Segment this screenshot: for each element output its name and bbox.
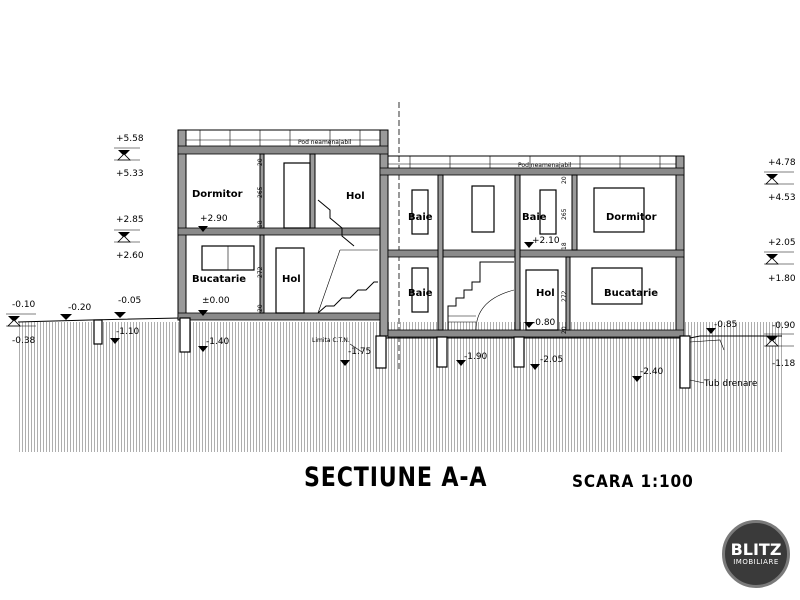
level-left-533: +5.33 — [116, 169, 144, 179]
window-baie-2 — [411, 267, 429, 313]
level-left-010: -0.10 — [12, 300, 36, 310]
right-block — [379, 155, 685, 338]
level-080: -0.80 — [532, 318, 556, 328]
blitz-logo: BLITZ IMOBILIARE — [722, 520, 790, 588]
level-000: ±0.00 — [202, 296, 230, 306]
level-085: -0.85 — [714, 320, 737, 330]
level-175: -1.75 — [348, 347, 371, 357]
level-110: -1.10 — [116, 327, 140, 337]
foundations — [93, 317, 725, 389]
level-205: -2.05 — [540, 355, 563, 365]
window-baie-1 — [411, 189, 429, 235]
level-290: +2.90 — [200, 214, 228, 224]
stair-left — [317, 199, 378, 314]
dim-272-b: 272 — [561, 290, 568, 302]
door-lower-left — [275, 247, 305, 314]
window-dormitor-right — [593, 187, 645, 233]
dim-265-a: 265 — [257, 186, 264, 198]
level-right-180: +1.80 — [768, 274, 796, 284]
dim-18-a: 18 — [257, 220, 264, 228]
left-level-markers: +5.58 +5.33 +2.85 +2.60 -0.10 -0.38 — [6, 134, 144, 346]
level-left-285: +2.85 — [116, 215, 144, 225]
room-dormitor-left: Dormitor — [192, 189, 243, 200]
dim-18-b: 18 — [561, 242, 568, 250]
room-dormitor-right: Dormitor — [606, 212, 657, 223]
roof-truss-right — [409, 156, 661, 168]
dimensions-left: 20 265 18 272 20 — [257, 158, 264, 312]
room-baie-1: Baie — [408, 212, 433, 223]
room-bucatarie-left: Bucatarie — [192, 274, 246, 285]
level-left-558: +5.58 — [116, 134, 144, 144]
window-hall-right — [471, 185, 495, 233]
room-hol-right: Hol — [536, 288, 555, 299]
logo-line-2: IMOBILIARE — [733, 557, 779, 566]
room-bucatarie-right: Bucatarie — [604, 288, 658, 299]
window-baie-3 — [539, 189, 557, 235]
level-right-478: +4.78 — [768, 158, 796, 168]
door-upper-left — [283, 162, 311, 229]
level-140: -1.40 — [206, 337, 230, 347]
dim-272-a: 272 — [257, 266, 264, 278]
attic-label-right: Pod neamenajabil — [518, 162, 572, 169]
level-right-118: -1.18 — [772, 359, 796, 369]
dim-265-b: 265 — [561, 208, 568, 220]
section-title: SECTIUNE A-A — [304, 462, 488, 493]
door-hol-right — [525, 269, 559, 331]
level-190: -1.90 — [464, 352, 488, 362]
attic-label-left: Pod neamenajabil — [298, 139, 352, 146]
dim-20-a: 20 — [257, 158, 264, 166]
level-left-260: +2.60 — [116, 251, 144, 261]
dim-20-c: 20 — [561, 176, 568, 184]
inner-level-markers: +2.90 ±0.00 -0.20 -0.05 -1.10 -1.40 -1.7… — [60, 214, 737, 382]
level-210: +2.10 — [532, 236, 560, 246]
scale-label: SCARA 1:100 — [572, 472, 694, 492]
level-right-205: +2.05 — [768, 238, 796, 248]
annotation-ctn: Limita C.T.N. — [312, 337, 350, 344]
dim-20-b: 20 — [257, 304, 264, 312]
right-level-markers: +4.78 +4.53 +2.05 +1.80 -0.90 -1.18 — [764, 158, 796, 369]
level-left-038: -0.38 — [12, 336, 36, 346]
annotation-drain: Tub drenare — [703, 379, 758, 389]
level-005: -0.05 — [118, 296, 141, 306]
level-020: -0.20 — [68, 303, 92, 313]
level-right-453: +4.53 — [768, 193, 796, 203]
room-hol-lower-left: Hol — [282, 274, 301, 285]
ground-line — [17, 315, 782, 339]
level-right-090: -0.90 — [772, 321, 796, 331]
stair-right — [447, 261, 515, 331]
room-baie-2: Baie — [408, 288, 433, 299]
level-240: -2.40 — [640, 367, 664, 377]
window-bucatarie-right — [591, 267, 643, 305]
ground-hatch — [18, 322, 782, 452]
room-hol-upper-left: Hol — [346, 191, 365, 202]
room-baie-3: Baie — [522, 212, 547, 223]
dimensions-right: 20 265 18 272 20 — [561, 176, 568, 334]
roof-truss-left — [199, 130, 361, 146]
logo-line-1: BLITZ — [730, 539, 782, 559]
dim-20-d: 20 — [561, 326, 568, 334]
